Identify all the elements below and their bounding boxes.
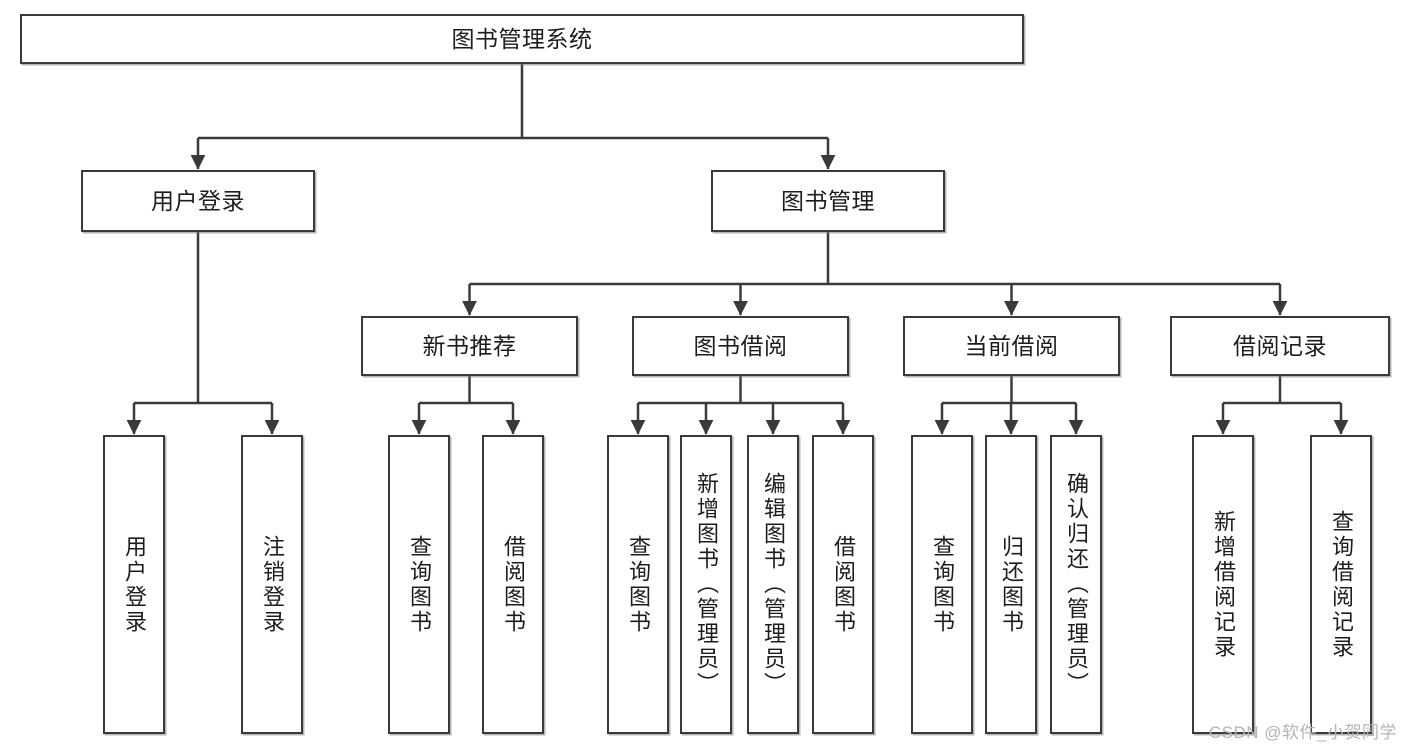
node-leaf-b2[interactable]: 借阅图书 [812,435,874,734]
node-label: 编辑图书（管理员） [761,472,786,697]
node-newbook[interactable]: 新书推荐 [361,316,578,376]
node-label: 新增图书（管理员） [694,472,719,697]
node-root[interactable]: 图书管理系统 [20,14,1024,64]
node-leaf-q1[interactable]: 查询图书 [388,435,450,734]
node-label: 图书管理 [781,187,875,214]
node-label: 新增借阅记录 [1211,509,1236,660]
node-label: 借阅记录 [1233,332,1327,359]
node-current[interactable]: 当前借阅 [903,316,1120,376]
node-label: 查询图书 [930,534,955,635]
node-label: 新书推荐 [422,332,517,359]
node-record[interactable]: 借阅记录 [1170,316,1390,376]
node-label: 查询图书 [407,534,432,635]
node-bookmgmt[interactable]: 图书管理 [711,170,945,232]
node-label: 确认归还（管理员） [1064,472,1089,697]
node-login[interactable]: 用户登录 [81,170,315,232]
node-leaf-add[interactable]: 新增图书（管理员） [680,435,732,734]
node-borrow[interactable]: 图书借阅 [632,316,849,376]
node-label: 归还图书 [999,534,1024,635]
node-label: 图书管理系统 [451,25,593,52]
node-leaf-conf[interactable]: 确认归还（管理员） [1050,435,1102,734]
node-leaf-q3[interactable]: 查询图书 [911,435,973,734]
node-label: 用户登录 [122,534,147,635]
node-leaf-b1[interactable]: 借阅图书 [482,435,544,734]
node-leaf-logout[interactable]: 注销登录 [241,435,303,734]
node-label: 注销登录 [260,534,285,635]
node-leaf-q2[interactable]: 查询图书 [607,435,669,734]
node-leaf-return[interactable]: 归还图书 [985,435,1037,734]
node-label: 借阅图书 [831,534,856,635]
node-label: 借阅图书 [501,534,526,635]
node-label: 查询图书 [626,534,651,635]
node-leaf-addrec[interactable]: 新增借阅记录 [1192,435,1254,734]
node-label: 图书借阅 [693,332,788,359]
node-leaf-login[interactable]: 用户登录 [103,435,165,734]
node-label: 当前借阅 [964,332,1059,359]
node-leaf-edit[interactable]: 编辑图书（管理员） [747,435,799,734]
node-leaf-qrec[interactable]: 查询借阅记录 [1310,435,1372,734]
node-label: 查询借阅记录 [1329,509,1354,660]
node-label: 用户登录 [151,187,245,214]
edge-layer [126,64,1349,435]
